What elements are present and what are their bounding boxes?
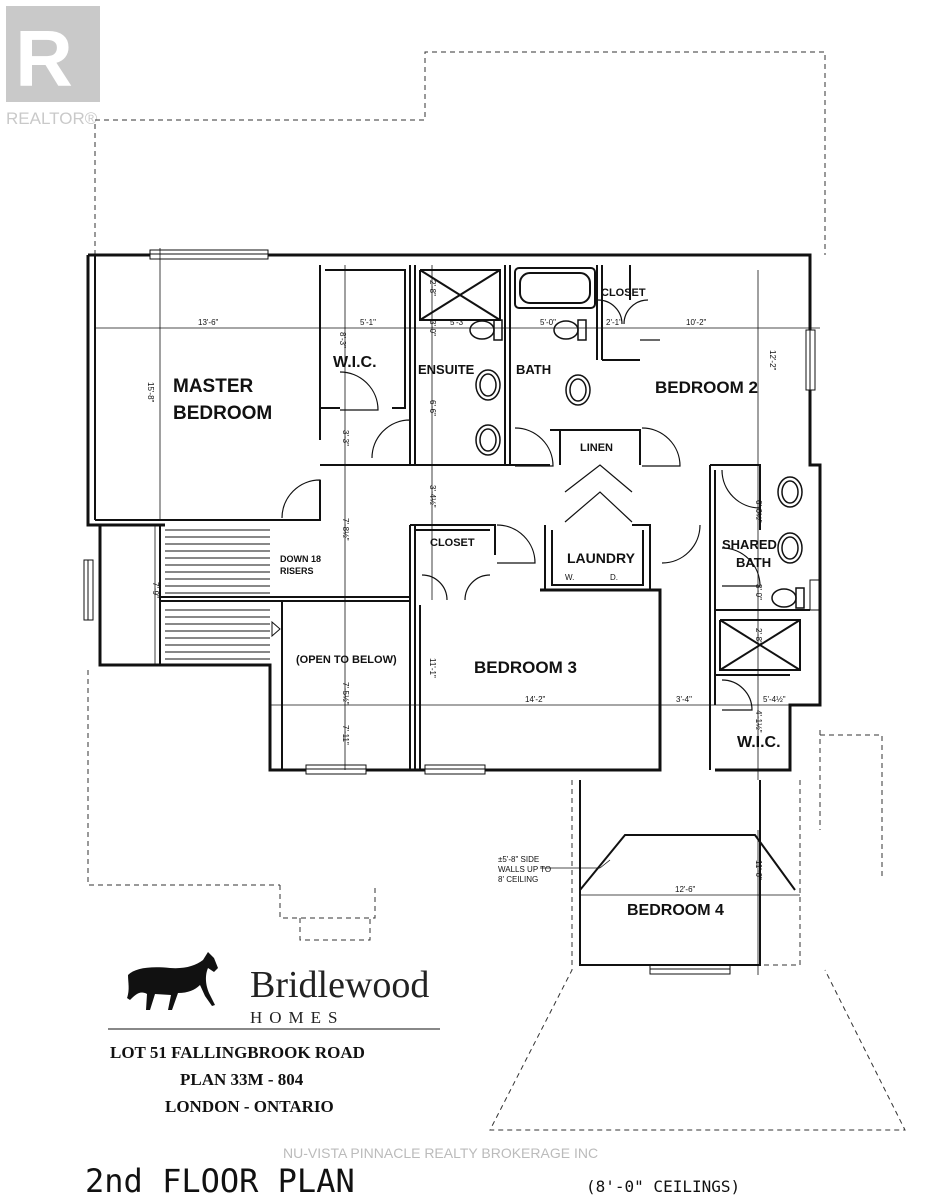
room-label-linen: LINEN	[580, 442, 613, 454]
dim-bed4-width: 12'-6"	[675, 885, 696, 894]
address-line-2: PLAN 33M - 804	[180, 1070, 304, 1089]
side-walls-note-2: WALLS UP TO	[498, 865, 551, 874]
builder-sub: HOMES	[250, 1008, 345, 1027]
dim-shared-2: 3'-0"	[754, 584, 763, 600]
room-label-closet-mid: CLOSET	[430, 537, 475, 549]
realtor-logo: R REALTOR®	[6, 6, 100, 128]
stair-label-2: RISERS	[280, 566, 314, 576]
dim-master-width: 13'-6"	[198, 318, 219, 327]
room-label-master-1: MASTER	[173, 376, 254, 397]
room-label-master-2: BEDROOM	[173, 403, 272, 424]
windows	[83, 249, 820, 975]
dim-wic2-height: 4'-1½"	[754, 710, 763, 733]
dim-bed2-height: 12'-2"	[768, 350, 777, 371]
bedroom-4-note-arrow	[540, 859, 611, 869]
room-label-laundry: LAUNDRY	[567, 550, 636, 566]
dim-ensuite-h2: 6'-6"	[428, 400, 437, 416]
dim-master-height: 15'-8"	[146, 382, 155, 403]
dim-ensuite-h1: 3'-0"	[428, 320, 437, 336]
dim-wic-height: 8'-3"	[338, 332, 347, 348]
room-label-shared-2: BATH	[736, 555, 771, 570]
dim-open-height: 7'-11"	[341, 725, 350, 745]
side-walls-note-1: ±5'-8" SIDE	[498, 855, 539, 864]
dim-bed4-height: 11'-6"	[754, 860, 763, 880]
bedroom-4-walls	[579, 780, 796, 966]
dim-stair-height: 7'-9"	[151, 582, 160, 598]
side-walls-note-3: 8' CEILING	[498, 875, 538, 884]
plumbing-fixtures	[469, 319, 805, 609]
horse-logo	[127, 952, 218, 1010]
laundry-dryer: D.	[610, 573, 618, 582]
dim-bed3-width: 14'-2"	[525, 695, 546, 704]
dim-closet-width: 2'-1"	[606, 318, 622, 327]
dim-bed2-width: 10'-2"	[686, 318, 707, 327]
dim-wic2-width: 5'-4½"	[763, 695, 786, 704]
address-line-3: LONDON - ONTARIO	[165, 1097, 334, 1116]
room-label-wic-2: W.I.C.	[737, 734, 781, 751]
dim-hall-2: 3'-4½"	[428, 485, 437, 508]
builder-name: Bridlewood	[250, 964, 429, 1006]
room-label-bedroom-3: BEDROOM 3	[474, 658, 577, 677]
room-label-shared-1: SHARED	[722, 537, 777, 552]
door-swings	[281, 299, 761, 711]
roof-outline	[87, 51, 906, 1131]
ceiling-note: (8'-0" CEILINGS)	[586, 1177, 740, 1196]
dim-wic-width: 5'-1"	[360, 318, 376, 327]
stair-label-1: DOWN 18	[280, 554, 321, 564]
dim-hall-1: 3'-3"	[341, 430, 350, 446]
dim-shared-3: 2'-8"	[754, 628, 763, 644]
room-label-bedroom-4: BEDROOM 4	[627, 902, 724, 919]
dim-open-width: 7'-5½"	[341, 682, 350, 705]
room-label-wic-1: W.I.C.	[333, 354, 377, 371]
interior-walls	[94, 255, 810, 770]
dim-ensuite-width: 5'-3"	[450, 318, 466, 327]
room-label-bath: BATH	[516, 362, 551, 377]
room-label-bedroom-2: BEDROOM 2	[655, 378, 758, 397]
dim-bed3-height: 11'-1"	[428, 658, 437, 678]
dim-bath-width: 5'-0"	[540, 318, 556, 327]
room-label-ensuite: ENSUITE	[418, 362, 475, 377]
dim-shared-1: 6'-0½"	[754, 500, 763, 523]
address-line-1: LOT 51 FALLINGBROOK ROAD	[110, 1043, 365, 1062]
room-label-closet-top: CLOSET	[601, 287, 646, 299]
brokerage-watermark: NU-VISTA PINNACLE REALTY BROKERAGE INC	[283, 1145, 598, 1161]
stair-treads	[165, 529, 281, 660]
plan-title: 2nd FLOOR PLAN	[85, 1162, 355, 1200]
laundry-washer: W.	[565, 573, 574, 582]
dim-ensuite-top: 2'-8"	[428, 280, 437, 296]
realtor-wordmark: REALTOR®	[6, 109, 98, 128]
svg-text:R: R	[15, 14, 73, 103]
room-label-open-below: (OPEN TO BELOW)	[296, 654, 397, 666]
dim-hall-3: 7'-8½"	[341, 518, 350, 541]
dim-hall-4: 3'-4"	[676, 695, 692, 704]
dimension-lines	[95, 248, 820, 975]
